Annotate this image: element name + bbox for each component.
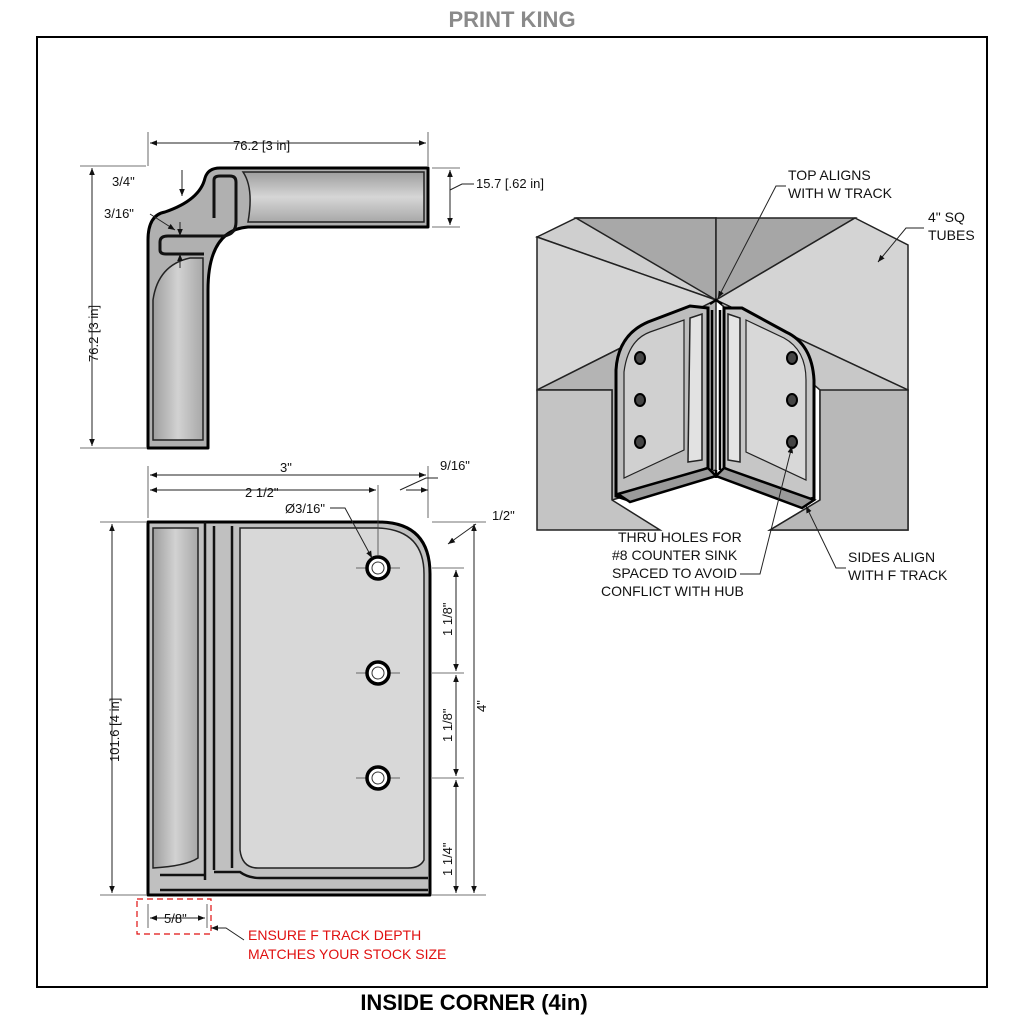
front-height-in-dim: 4" — [474, 700, 489, 712]
callout-thru-holes-4: CONFLICT WITH HUB — [601, 583, 744, 599]
hole-spacing-2: 1 1/8" — [440, 708, 455, 742]
top-width-dim: 76.2 [3 in] — [233, 138, 290, 153]
callout-thru-holes-3: SPACED TO AVOID — [612, 565, 737, 581]
tube-right-side — [767, 389, 909, 531]
iso-view: TOP ALIGNS WITH W TRACK 4" SQ TUBES THRU… — [535, 167, 975, 599]
edge-dim: 9/16" — [440, 458, 470, 473]
callout-sides-align-1: SIDES ALIGN — [848, 549, 935, 565]
front-width-dim: 3" — [280, 460, 292, 475]
front-view: 3" 2 1/2" 9/16" Ø3/16" 1/2" 101.6 [4 in]… — [100, 458, 515, 962]
top-height-dim: 76.2 [3 in] — [86, 305, 101, 362]
warning-note-line-2: MATCHES YOUR STOCK SIZE — [248, 946, 446, 962]
fillet-dim: 3/4" — [112, 174, 135, 189]
plate-main-face — [239, 527, 425, 869]
hole-spacing-3: 1 1/4" — [440, 842, 455, 876]
top-view-profile — [146, 166, 430, 450]
mount-hole-1 — [356, 555, 400, 581]
callout-tubes-1: 4" SQ — [928, 209, 965, 225]
iso-hole-left-3 — [634, 435, 646, 449]
iso-hole-right-1 — [786, 351, 798, 365]
track-slot — [158, 174, 238, 256]
side-flange-face — [152, 257, 204, 441]
hole-offset-dim: 2 1/2" — [245, 485, 279, 500]
plate-left-channel — [152, 527, 199, 869]
corner-radius-dim: 1/2" — [492, 508, 515, 523]
iso-hole-left-2 — [634, 393, 646, 407]
footer-title: INSIDE CORNER (4in) — [360, 990, 587, 1015]
callout-thru-holes-1: THRU HOLES FOR — [618, 529, 742, 545]
header-title: PRINT KING — [448, 7, 575, 32]
hole-diameter-dim: Ø3/16" — [285, 501, 325, 516]
iso-hole-left-1 — [634, 351, 646, 365]
top-view: 76.2 [3 in] 76.2 [3 in] 15.7 [.62 in] 3/… — [80, 132, 544, 450]
warning-note-line-1: ENSURE F TRACK DEPTH — [248, 927, 421, 943]
track-width-dim: 5/8" — [164, 911, 187, 926]
slot-dim: 3/16" — [104, 206, 134, 221]
callout-top-align-1: TOP ALIGNS — [788, 167, 871, 183]
top-flange-face — [241, 171, 425, 223]
top-depth-dim: 15.7 [.62 in] — [476, 176, 544, 191]
drawing-border — [36, 36, 988, 988]
hole-spacing-1: 1 1/8" — [440, 602, 455, 636]
f-track-highlight-box — [136, 898, 212, 935]
callout-tubes-2: TUBES — [928, 227, 975, 243]
mount-hole-2 — [356, 660, 400, 686]
plate-bottom-track — [160, 870, 428, 892]
callout-sides-align-2: WITH F TRACK — [848, 567, 948, 583]
callout-thru-holes-2: #8 COUNTER SINK — [612, 547, 738, 563]
iso-hole-right-2 — [786, 393, 798, 407]
mount-hole-3 — [356, 765, 400, 791]
front-height-mm-dim: 101.6 [4 in] — [107, 698, 122, 762]
tube-left-side — [536, 389, 663, 531]
callout-top-align-2: WITH W TRACK — [788, 185, 893, 201]
